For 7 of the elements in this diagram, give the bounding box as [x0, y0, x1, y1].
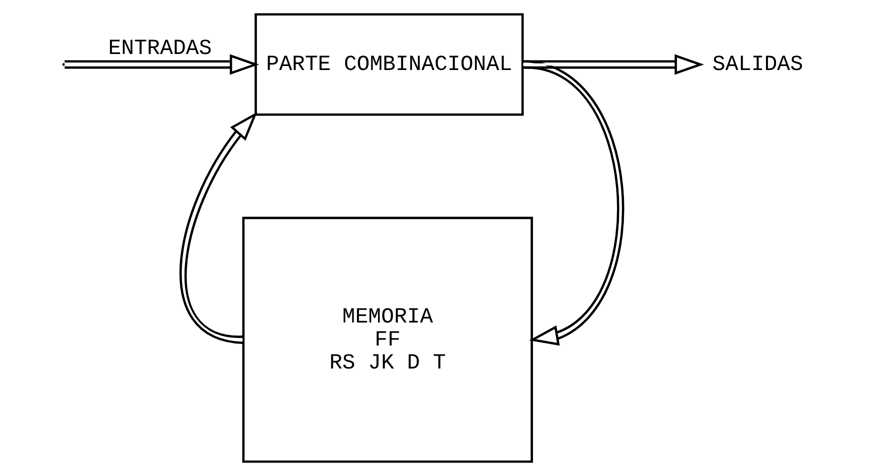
arrow	[522, 54, 704, 75]
edge-label: ENTRADAS	[108, 37, 212, 61]
arrow	[179, 112, 257, 344]
node-box: PARTE COMBINACIONAL	[254, 13, 524, 116]
arrow	[64, 54, 259, 75]
node-text: SALIDAS	[712, 53, 803, 78]
node-box: MEMORIA FF RS JK D T	[242, 216, 532, 463]
